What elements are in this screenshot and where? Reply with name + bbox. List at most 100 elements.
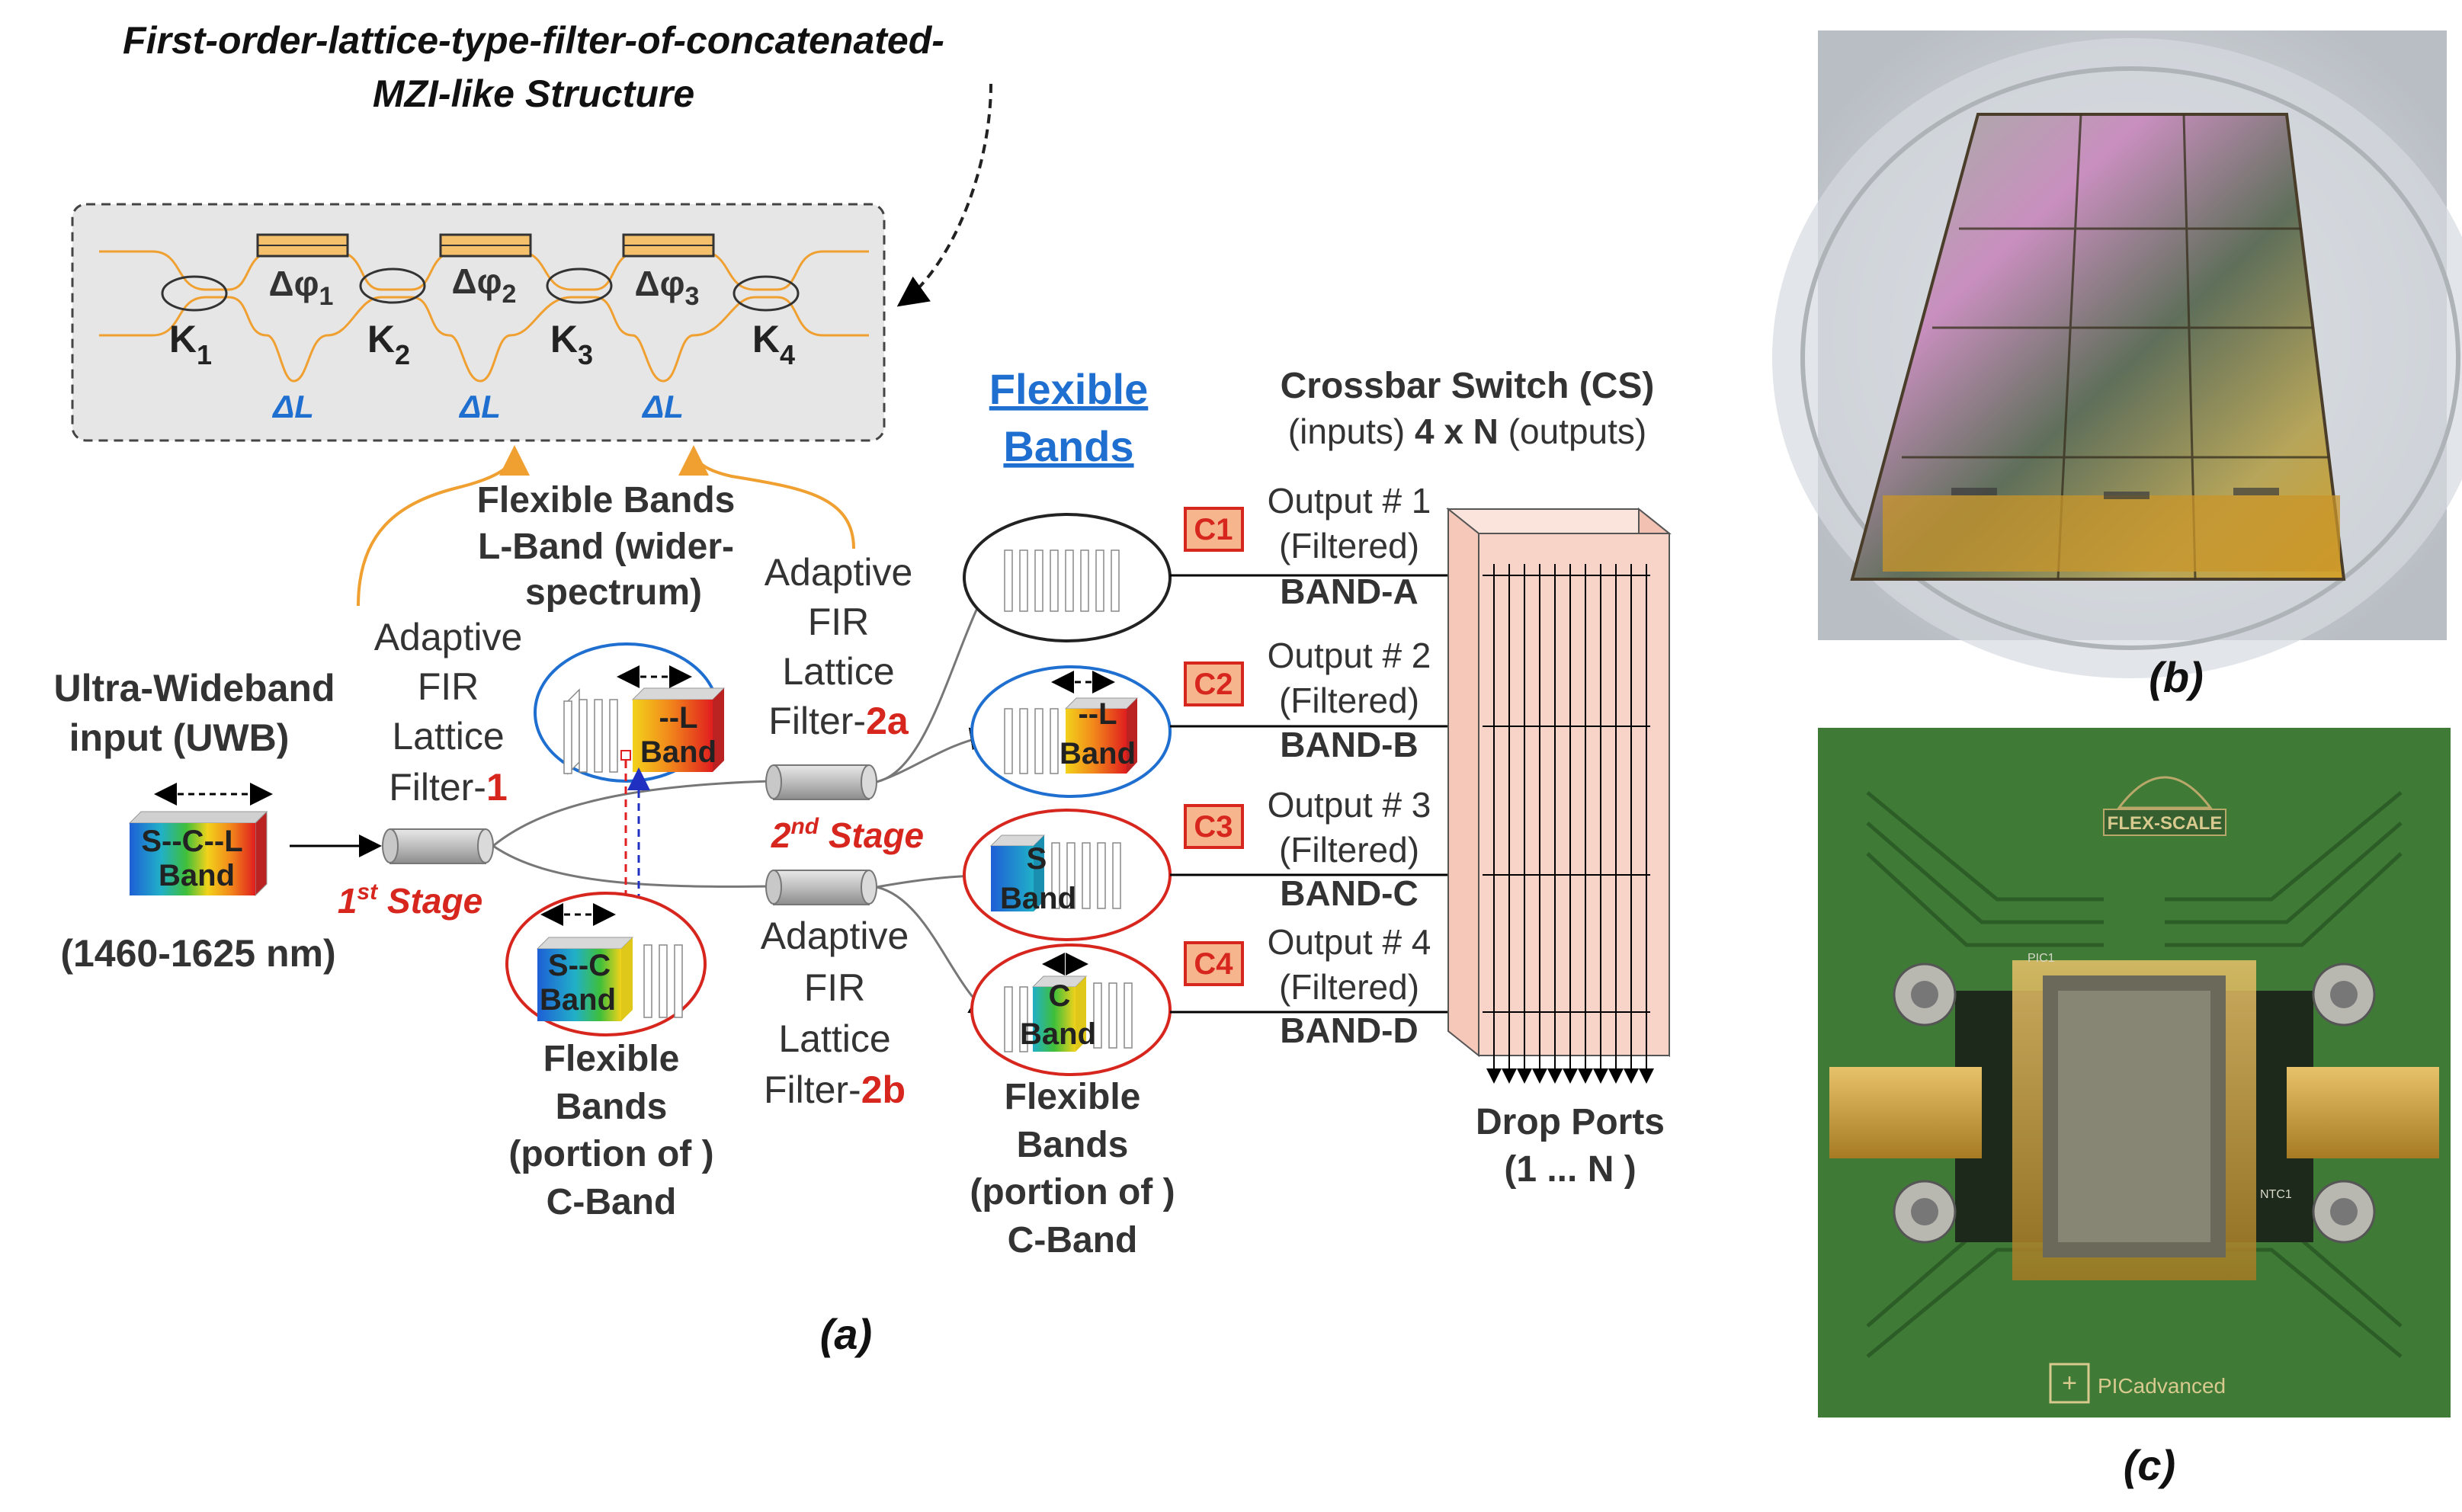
output-1-l2: (Filtered) xyxy=(1279,526,1419,565)
coupler-label-k2: K2 xyxy=(367,318,410,370)
phase-shifter-1 xyxy=(256,233,349,258)
band-c-label-2: Band xyxy=(1000,882,1076,915)
output-2-tag-box xyxy=(1184,662,1244,706)
output-4-l2: (Filtered) xyxy=(1279,967,1419,1007)
crossbar-grid xyxy=(1483,564,1654,1084)
flex-cband-right-4: C-Band xyxy=(1008,1220,1138,1261)
lband-filter-slabs xyxy=(563,688,618,775)
output-4-band: BAND-D xyxy=(1280,1011,1418,1050)
filter1-line4: Filter-1 xyxy=(389,766,508,809)
flex-cband-left-2: Bands xyxy=(556,1087,668,1127)
lband-color-block xyxy=(631,687,726,772)
filter2b-line3: Lattice xyxy=(778,1017,890,1060)
output-4-group: C4 Output # 4 (Filtered) BAND-D xyxy=(1170,922,1485,1050)
output-4-tag: C4 xyxy=(1194,947,1233,981)
flex-cband-left-1: Flexible xyxy=(543,1039,680,1079)
output-3-group: C3 Output # 3 (Filtered) BAND-C xyxy=(1170,785,1485,913)
pcb-label-pic: PIC1 xyxy=(2028,952,2055,965)
phase-label-2: Δφ2 xyxy=(452,261,517,309)
crossbar-box xyxy=(1446,507,1672,1058)
filter2a-line2: FIR xyxy=(808,601,870,643)
title-pointer-arrow xyxy=(896,83,992,307)
band-d-label-2: Band xyxy=(1020,1017,1096,1051)
scband-color-block xyxy=(536,937,634,1021)
phase-label-1: Δφ1 xyxy=(269,264,334,311)
band-c-ellipse-group: S Band xyxy=(963,809,1172,941)
phase-shifter-2 xyxy=(439,233,532,258)
coupler-k3-ellipse xyxy=(546,267,613,304)
filter2a-cylinder xyxy=(765,764,877,800)
filter1-cylinder xyxy=(382,828,494,864)
filter2b-line4: Filter-2b xyxy=(764,1068,906,1111)
caption-b: (b) xyxy=(2149,653,2204,701)
filter1-lower-branch xyxy=(492,844,771,888)
crossbar-subtitle: (inputs) 4 x N (outputs) xyxy=(1288,412,1646,451)
output-2-tag: C2 xyxy=(1194,668,1233,701)
delta-l-label-1: ΔL xyxy=(271,389,314,424)
flex-cband-right-1: Flexible xyxy=(1005,1077,1141,1117)
flex-lband-label-3: spectrum) xyxy=(525,572,702,613)
lband-label-1: --L xyxy=(659,701,697,735)
phase-label-3: Δφ3 xyxy=(635,264,700,311)
pcb-brand-text: PICadvanced xyxy=(2098,1374,2226,1398)
delta-l-label-3: ΔL xyxy=(641,389,684,424)
band-a-ellipse-group xyxy=(963,513,1172,642)
flex-bands-header-2: Bands xyxy=(1003,422,1133,470)
pcb-logo-text: FLEX-SCALE xyxy=(2108,813,2223,834)
mzi-title-line2: MZI-like Structure xyxy=(373,72,694,115)
filter2b-line1: Adaptive xyxy=(761,915,909,957)
output-2-band: BAND-B xyxy=(1280,725,1418,764)
crossbar-title: Crossbar Switch (CS) xyxy=(1281,366,1655,406)
flex-lband-label-2: L-Band (wider- xyxy=(478,527,734,567)
band-b-ellipse-group: --L Band xyxy=(970,665,1172,798)
coupler-k2-ellipse xyxy=(359,267,426,304)
output-2-l2: (Filtered) xyxy=(1279,681,1419,720)
lband-label-2: Band xyxy=(640,735,716,769)
flex-bands-header-1: Flexible xyxy=(989,365,1149,413)
stage1-label: 1st Stage xyxy=(338,879,482,921)
drop-ports-label: Drop Ports xyxy=(1476,1102,1665,1142)
scband-label-1: S--C xyxy=(548,949,611,982)
output-1-l1: Output # 1 xyxy=(1268,481,1431,521)
caption-a: (a) xyxy=(820,1310,872,1358)
flex-cband-right-3: (portion of ) xyxy=(970,1172,1175,1212)
mzi-lattice-box: Δφ1 Δφ2 Δφ3 K1 K2 K3 K4 ΔL ΔL ΔL xyxy=(71,203,886,442)
output-4-tag-box xyxy=(1184,941,1244,986)
coupler-label-k3: K3 xyxy=(550,318,593,370)
filter1-line2: FIR xyxy=(418,665,479,708)
uwb-band-label-2: Band xyxy=(159,859,235,892)
output-1-group: C1 Output # 1 (Filtered) BAND-A xyxy=(1170,481,1485,611)
mzi-title-line1: First-order-lattice-type-filter-of-conca… xyxy=(123,19,944,62)
output-3-band: BAND-C xyxy=(1280,873,1418,913)
output-2-l1: Output # 2 xyxy=(1268,636,1431,675)
filter2a-line1: Adaptive xyxy=(765,551,913,594)
output-1-band: BAND-A xyxy=(1280,572,1418,611)
output-1-tag-box xyxy=(1184,507,1244,552)
output-1-tag: C1 xyxy=(1194,513,1233,546)
photo-c-pcb: FLEX-SCALE PIC1 NTC1 + PICadvanced xyxy=(1818,728,2451,1418)
output-3-tag: C3 xyxy=(1194,810,1233,844)
coupler-k1-ellipse xyxy=(161,275,228,312)
coupler-label-k1: K1 xyxy=(169,318,212,370)
pcb-label-ntc: NTC1 xyxy=(2260,1188,2292,1201)
uwb-title-line2: input (UWB) xyxy=(69,716,290,759)
uwb-title-line1: Ultra-Wideband xyxy=(54,667,335,710)
photo-b-wafer xyxy=(1772,30,2462,678)
scband-label-2: Band xyxy=(540,983,616,1017)
coupler-k4-ellipse xyxy=(733,275,800,312)
band-d-label-1: C xyxy=(1049,979,1071,1013)
output-3-tag-box xyxy=(1184,804,1244,849)
flex-cband-right-2: Bands xyxy=(1017,1125,1129,1165)
delta-l-label-2: ΔL xyxy=(458,389,501,424)
band-c-label-1: S xyxy=(1027,842,1047,876)
band-b-label-1: --L xyxy=(1078,697,1117,731)
filter1-to-mzi-arrow xyxy=(357,445,530,607)
pcb-brand-plus: + xyxy=(2062,1369,2077,1398)
band-b-label-2: Band xyxy=(1059,737,1136,770)
red-marker-top xyxy=(620,750,631,761)
scband-filter-slabs xyxy=(643,944,683,1018)
output-3-l2: (Filtered) xyxy=(1279,830,1419,870)
output-4-l1: Output # 4 xyxy=(1268,922,1431,962)
